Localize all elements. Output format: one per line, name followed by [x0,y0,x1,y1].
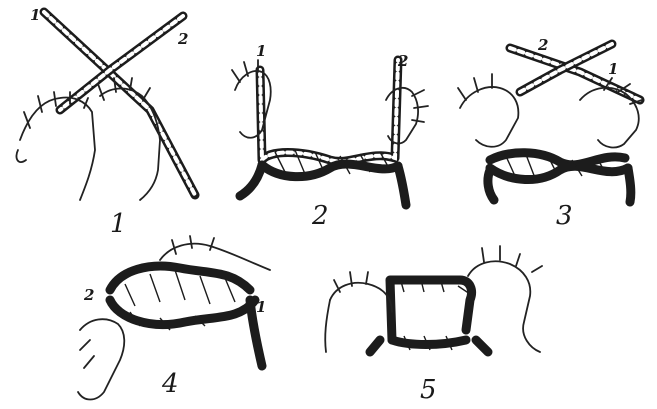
twisted-rope-segment [488,152,631,202]
step-4-panel: 2 1 4 [78,236,270,400]
step-3-panel: 2 1 3 [458,36,642,231]
step-5-panel: 5 [325,246,542,405]
step-3-number: 3 [556,201,573,231]
knot-loop [110,266,262,366]
step-3-end-2-label: 2 [537,36,548,54]
step-5-number: 5 [420,375,437,405]
step-1-panel: 1 2 1 [16,6,195,239]
step-1-number: 1 [110,209,127,239]
step-4-number: 4 [161,369,179,399]
left-hand-drawing [16,92,95,200]
step-2-panel: 1 2 2 [232,42,428,231]
rope-end-2-strand [60,16,183,110]
finished-knot [370,276,488,352]
step-3-end-1-label: 1 [608,60,618,78]
step-2-number: 2 [311,201,329,231]
right-hand-drawing [468,246,542,352]
right-hand-drawing [580,78,642,147]
left-hand-drawing [458,74,518,147]
step-2-end-1-label: 1 [256,42,266,60]
step-4-end-1-label: 1 [256,298,266,316]
rope-end-2-strand [510,48,640,100]
left-hand-drawing [78,319,124,399]
step-1-end-1-label: 1 [30,6,40,24]
step-2-end-2-label: 2 [397,52,408,70]
step-4-end-2-label: 2 [83,286,94,304]
twisted-rope-segment [240,60,406,205]
step-1-end-2-label: 2 [177,30,188,48]
